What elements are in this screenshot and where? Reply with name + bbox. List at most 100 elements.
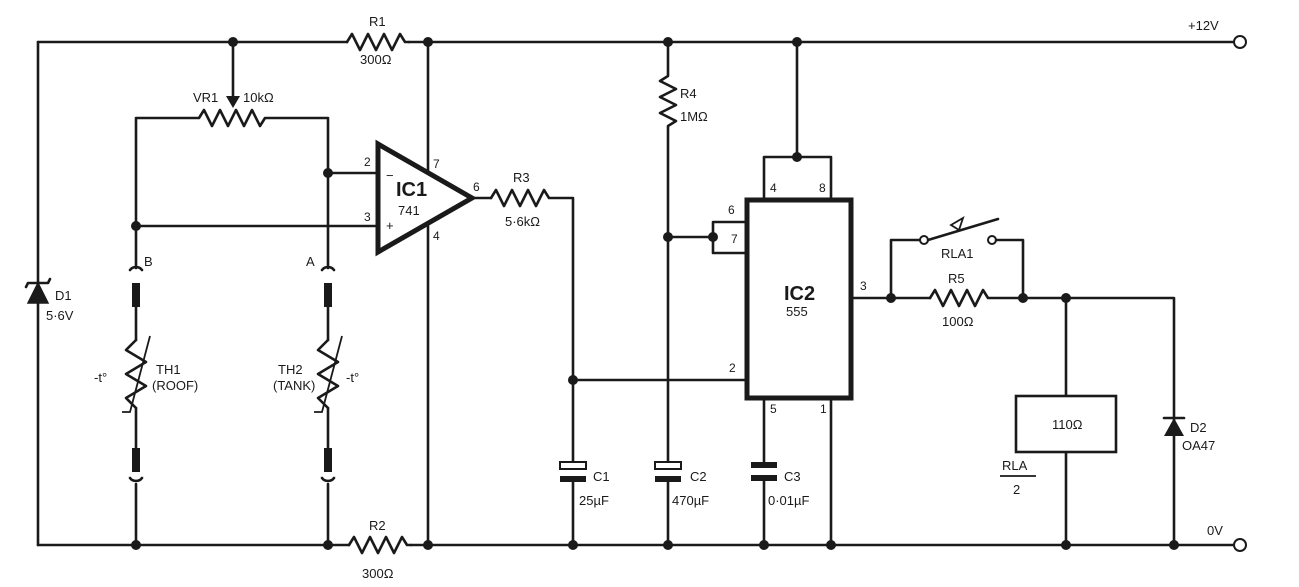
junction-dot [663,232,673,242]
junction-dot [663,540,673,550]
c2-label: C2 [690,469,707,484]
d2-diode [1162,416,1186,547]
th1-desc: (ROOF) [152,378,198,393]
th2-branch [314,171,343,547]
r1-resistor [345,32,411,52]
junction-dot [663,37,673,47]
terminal-plus12v [1233,35,1247,49]
ic2-pin8: 8 [819,181,826,195]
ic1-pin2: 2 [364,155,371,169]
th2-desc: (TANK) [273,378,315,393]
ic1-pin3: 3 [364,210,371,224]
junction-dot [1061,293,1071,303]
junction-dot [1169,540,1179,550]
junction-dot [792,37,802,47]
r4-label: R4 [680,86,697,101]
r1-value: 300Ω [360,52,392,67]
r4-value: 1MΩ [680,109,708,124]
vr1-value: 10kΩ [243,90,274,105]
th1-label: TH1 [156,362,181,377]
rla-coil-contacts: 2 [1013,482,1020,497]
ic2-label: IC2 [784,283,815,305]
junction-dot [228,37,238,47]
d2-label: D2 [1190,420,1207,435]
ic2-pin5: 5 [770,402,777,416]
c3-value: 0·01µF [768,493,810,508]
r2-label: R2 [369,518,386,533]
ic1-label: IC1 [396,179,427,201]
r2-value: 300Ω [362,566,394,581]
c2-capacitor [654,235,682,547]
junction-dot [568,540,578,550]
junction-dot [792,152,802,162]
c1-value: 25µF [579,493,609,508]
ic2-type: 555 [786,304,808,319]
r2-resistor [347,535,413,555]
ic2-pin2: 2 [729,361,736,375]
junction-dot [323,540,333,550]
vr1-label: VR1 [193,90,218,105]
c2-value: 470µF [672,493,709,508]
junction-dot [423,37,433,47]
junction-dot [886,293,896,303]
junction-dot [131,221,141,231]
ic2-pin7: 7 [731,232,738,246]
ic1-minus: − [386,168,394,183]
r4-resistor [658,40,678,239]
th1-temp: -t° [94,370,107,385]
junction-dot [323,168,333,178]
ic1-plus: + [386,218,394,233]
c1-label: C1 [593,469,610,484]
rla1-label: RLA1 [941,246,974,261]
d1-value: 5·6V [46,308,74,323]
ic1-pin6: 6 [473,180,480,194]
junction-dot [1061,540,1071,550]
r5-value: 100Ω [942,314,974,329]
r5-resistor [928,288,1176,427]
junction-dot [708,232,718,242]
junction-dot [759,540,769,550]
th1-branch [122,224,151,547]
rla-coil-label: RLA [1002,458,1028,473]
th2-temp: -t° [346,370,359,385]
ic2-timer [744,197,854,401]
r3-label: R3 [513,170,530,185]
ic1-pin7: 7 [433,157,440,171]
d2-value: OA47 [1182,438,1215,453]
rail-bottom-label: 0V [1207,523,1223,538]
point-b-label: B [144,254,153,269]
d1-label: D1 [55,288,72,303]
c3-label: C3 [784,469,801,484]
ic2-pin3: 3 [860,279,867,293]
junction-dot [826,540,836,550]
ic1-type: 741 [398,203,420,218]
junction-dot [423,540,433,550]
r1-label: R1 [369,14,386,29]
d1-zener-diode [24,40,52,547]
point-a-label: A [306,254,315,269]
r5-label: R5 [948,271,965,286]
ic2-pin6: 6 [728,203,735,217]
terminal-0v [1233,538,1247,552]
junction-dots [131,37,1179,550]
rla-coil-value: 110Ω [1052,417,1083,432]
th2-label: TH2 [278,362,303,377]
ic2-pin1: 1 [820,402,827,416]
vr1-potentiometer [134,40,330,228]
bridge-wiring [134,171,380,228]
r3-value: 5·6kΩ [505,214,540,229]
rla-relay-coil [1000,296,1118,547]
ic2-pin4: 4 [770,181,777,195]
ic2-wiring [666,40,932,547]
c1-capacitor [559,378,749,547]
rla1-switch [889,216,1025,300]
r3-resistor [489,188,575,382]
rail-top-label: +12V [1188,18,1219,33]
junction-dot [131,540,141,550]
junction-dot [1018,293,1028,303]
junction-dot [568,375,578,385]
ic1-opamp [375,40,493,547]
ic1-pin4: 4 [433,229,440,243]
c3-capacitor [751,462,777,547]
